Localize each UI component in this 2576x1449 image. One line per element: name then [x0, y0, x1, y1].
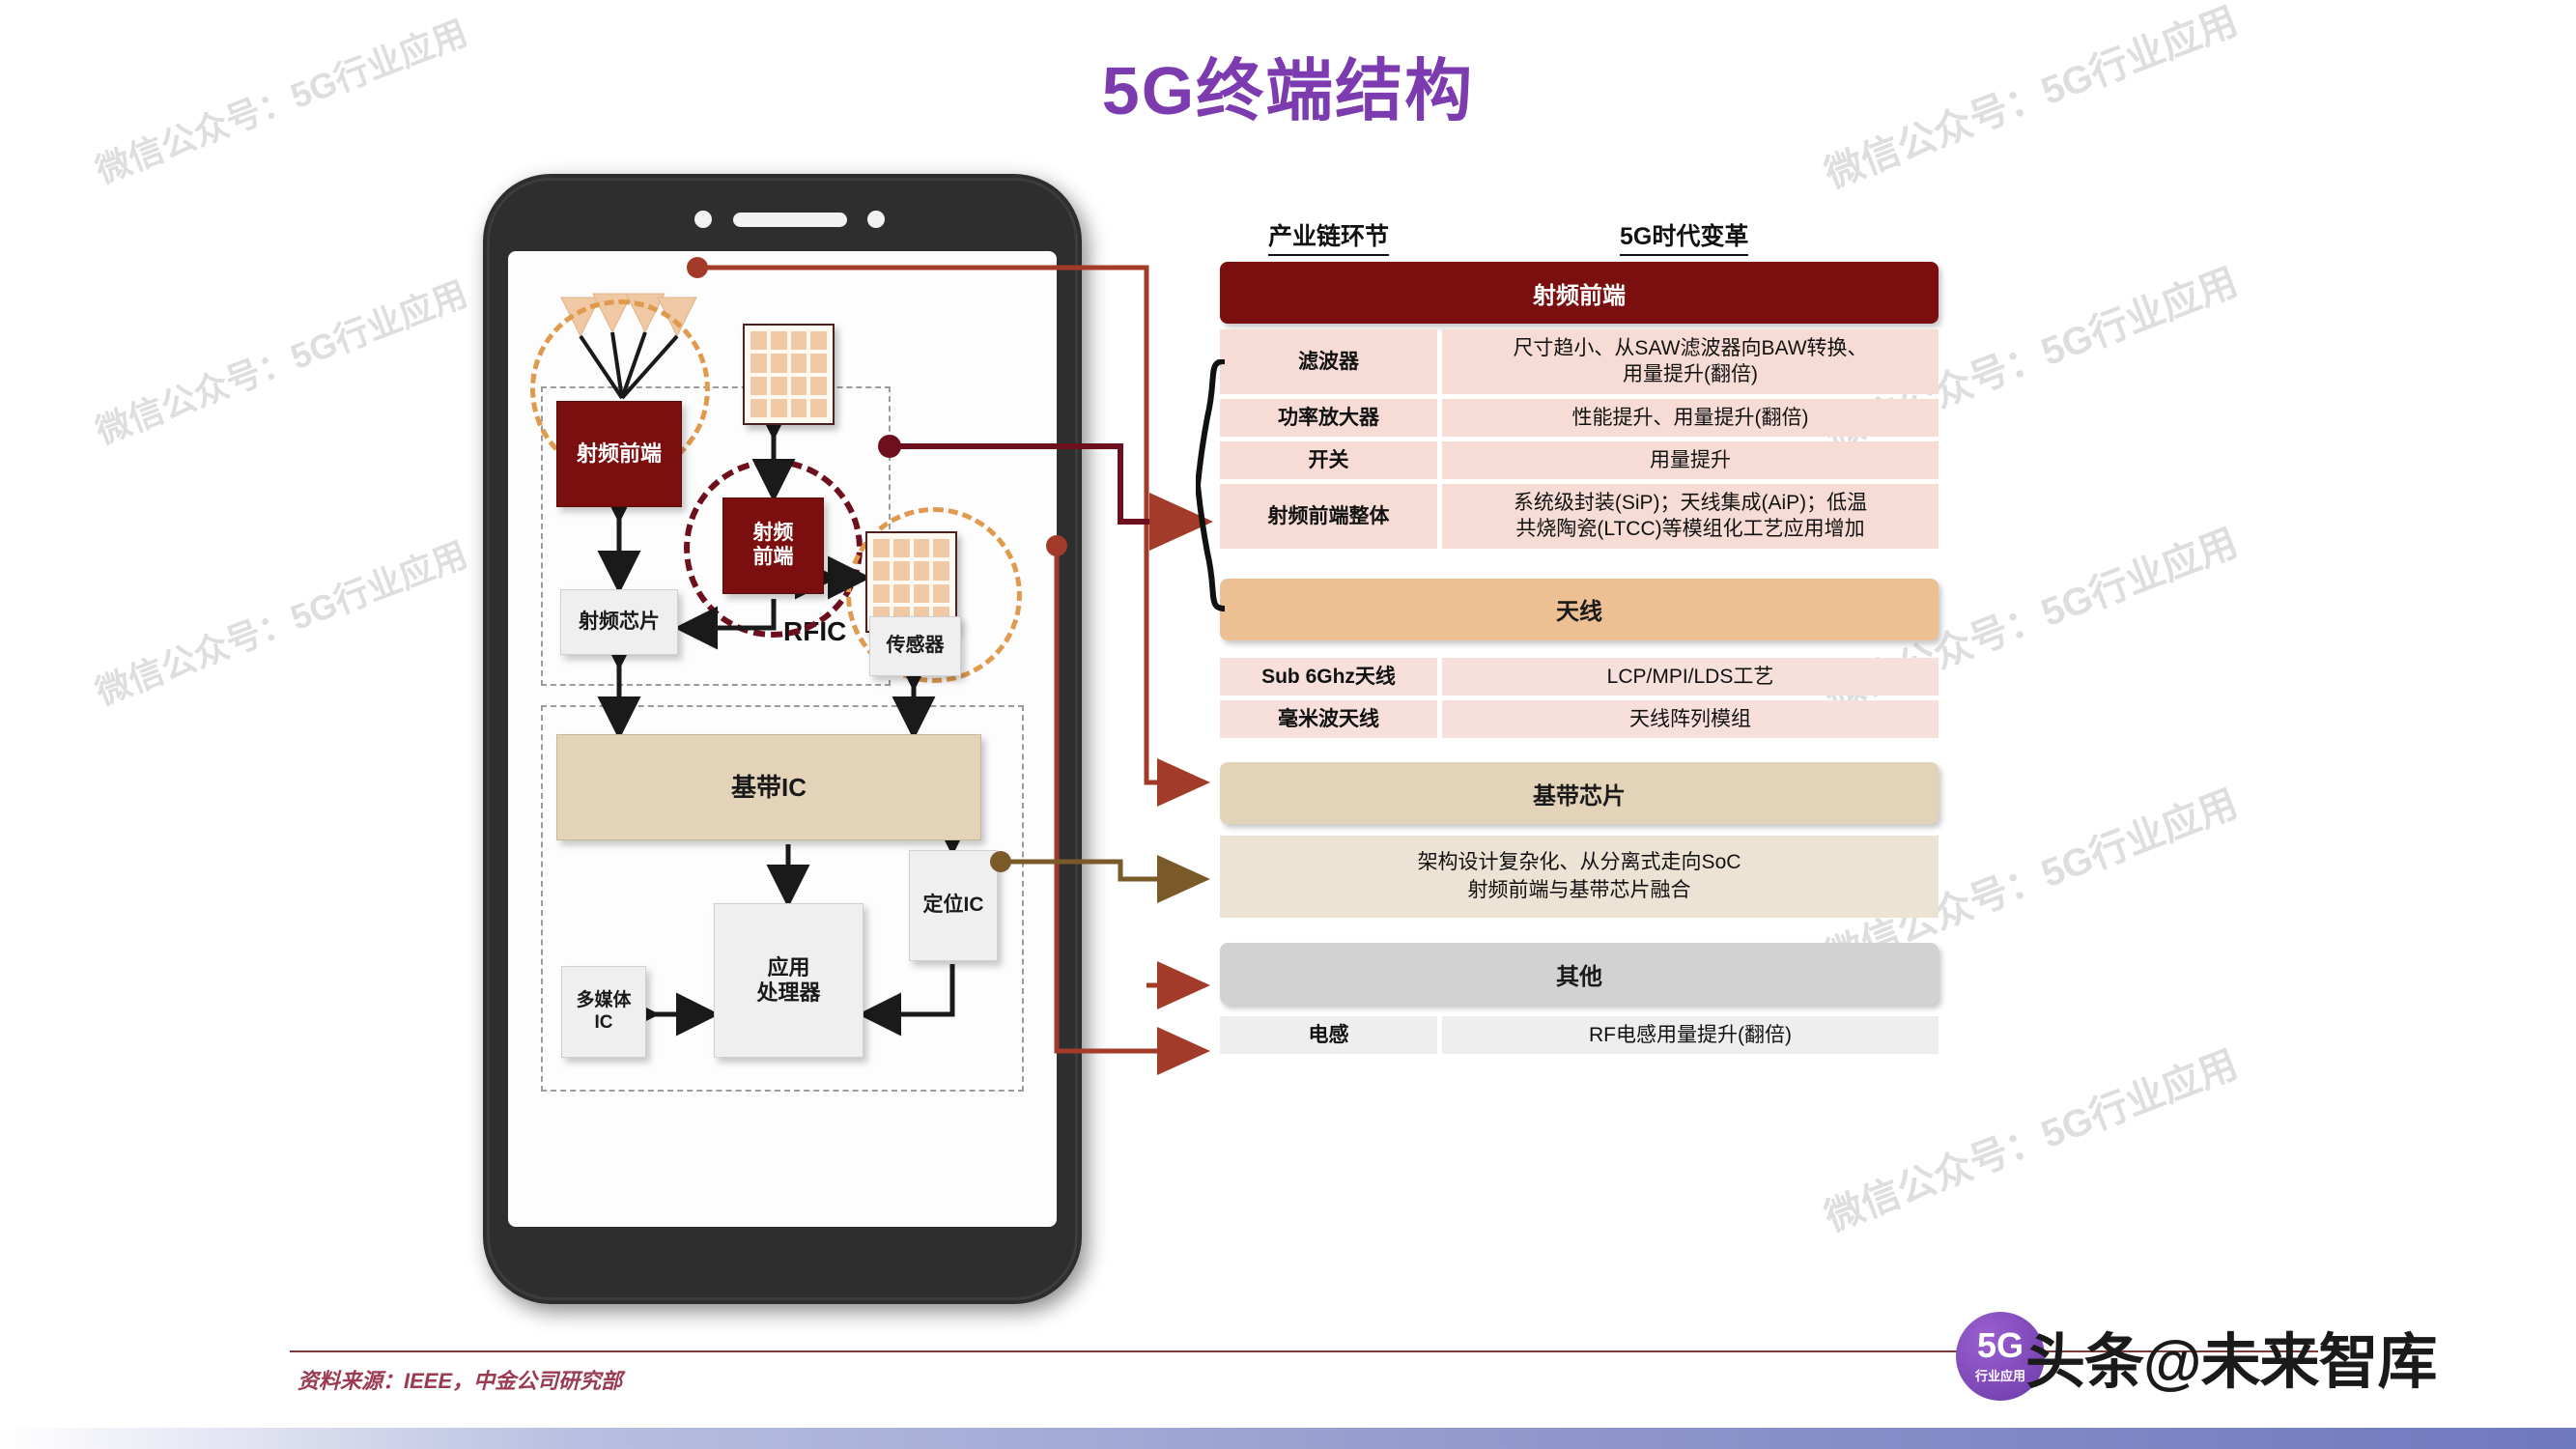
rows-other: 电感 RF电感用量提升(翻倍) — [1220, 1016, 1939, 1055]
column-header-change: 5G时代变革 — [1620, 217, 1749, 256]
earpiece-speaker-icon — [733, 213, 847, 227]
rf-group-brace — [1196, 359, 1226, 611]
table-row: 滤波器 尺寸趋小、从SAW滤波器向BAW转换、 用量提升(翻倍) — [1220, 329, 1939, 394]
rows-antenna: Sub 6Ghz天线 LCP/MPI/LDS工艺 毫米波天线 天线阵列模组 — [1220, 657, 1939, 739]
table-row: 开关 用量提升 — [1220, 440, 1939, 480]
rows-rf-frontend: 滤波器 尺寸趋小、从SAW滤波器向BAW转换、 用量提升(翻倍) 功率放大器 性… — [1220, 329, 1939, 549]
cell-change: RF电感用量提升(翻倍) — [1442, 1016, 1939, 1055]
cell-component: Sub 6Ghz天线 — [1220, 657, 1437, 696]
badge-bottom-label: 行业应用 — [1974, 1369, 2025, 1383]
table-row: 毫米波天线 天线阵列模组 — [1220, 700, 1939, 739]
cell-component: 电感 — [1220, 1016, 1437, 1055]
block-rf-frontend-left: 射频前端 — [556, 401, 682, 507]
block-rf-frontend-mid: 射频 前端 — [722, 497, 824, 594]
cell-change: 天线阵列模组 — [1442, 700, 1939, 739]
cell-component: 滤波器 — [1220, 329, 1437, 394]
antenna-array-right — [865, 531, 957, 633]
block-positioning-ic: 定位IC — [909, 850, 998, 961]
block-app-processor: 应用 处理器 — [714, 903, 863, 1058]
cell-change: 性能提升、用量提升(翻倍) — [1442, 398, 1939, 437]
brand-logo-text: 头条@未来智库 — [2025, 1329, 2437, 1396]
phone-bezel — [487, 178, 1078, 1300]
band-antenna: 天线 — [1220, 578, 1939, 640]
table-row: Sub 6Ghz天线 LCP/MPI/LDS工艺 — [1220, 657, 1939, 696]
band-other: 其他 — [1220, 943, 1939, 1006]
proximity-sensor-icon — [867, 211, 885, 228]
block-multimedia-ic: 多媒体 IC — [561, 966, 646, 1058]
value-chain-table: 产业链环节 5G时代变革 射频前端 滤波器 尺寸趋小、从SAW滤波器向BAW转换… — [1212, 217, 1946, 1059]
block-baseband-ic: 基带IC — [556, 734, 981, 840]
cell-component: 功率放大器 — [1220, 398, 1437, 437]
table-column-headers: 产业链环节 5G时代变革 — [1212, 217, 1946, 262]
cell-change: LCP/MPI/LDS工艺 — [1442, 657, 1939, 696]
cell-change: 用量提升 — [1442, 440, 1939, 480]
block-rf-chip: 射频芯片 — [560, 589, 678, 655]
phone-mockup: RFIC — [483, 174, 1082, 1304]
column-header-chain: 产业链环节 — [1268, 217, 1390, 256]
cell-change: 尺寸趋小、从SAW滤波器向BAW转换、 用量提升(翻倍) — [1442, 329, 1939, 394]
cell-component: 开关 — [1220, 440, 1437, 480]
5g-badge-icon: 5G 行业应用 — [1956, 1312, 2045, 1401]
table-row: 电感 RF电感用量提升(翻倍) — [1220, 1016, 1939, 1055]
cell-component: 毫米波天线 — [1220, 700, 1437, 739]
camera-dot-icon — [694, 211, 712, 228]
baseband-region — [541, 705, 1024, 1092]
source-note: 资料来源：IEEE，中金公司研究部 — [297, 1369, 623, 1393]
baseband-note: 架构设计复杂化、从分离式走向SoC 射频前端与基带芯片融合 — [1220, 836, 1939, 919]
band-rf-frontend: 射频前端 — [1220, 262, 1939, 324]
brand-logo: 5G 行业应用 头条@未来智库 — [1956, 1312, 2437, 1401]
antenna-array-top — [743, 324, 835, 425]
bottom-accent-bar — [0, 1428, 2576, 1449]
cell-change: 系统级封装(SiP)；天线集成(AiP)；低温 共烧陶瓷(LTCC)等模组化工艺… — [1442, 484, 1939, 549]
footer-divider — [290, 1350, 2318, 1352]
cell-component: 射频前端整体 — [1220, 484, 1437, 549]
block-sensor: 传感器 — [869, 616, 961, 676]
page-title: 5G终端结构 — [1101, 53, 1475, 128]
table-row: 射频前端整体 系统级封装(SiP)；天线集成(AiP)；低温 共烧陶瓷(LTCC… — [1220, 484, 1939, 549]
table-row: 功率放大器 性能提升、用量提升(翻倍) — [1220, 398, 1939, 437]
band-baseband: 基带芯片 — [1220, 762, 1939, 825]
badge-top-label: 5G — [1976, 1325, 2024, 1365]
